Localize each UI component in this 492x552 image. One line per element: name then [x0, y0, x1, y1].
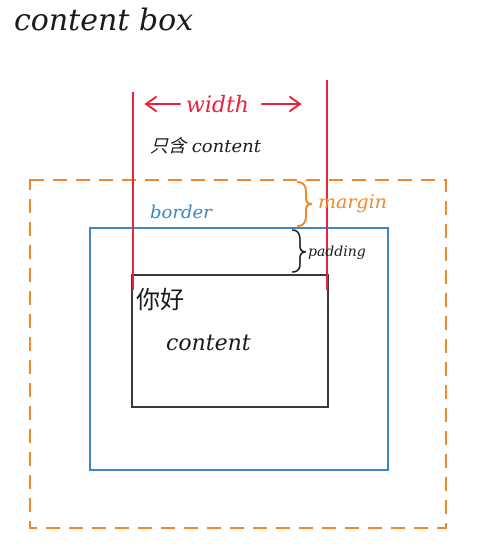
- padding-label: padding: [308, 244, 366, 260]
- border-label: border: [150, 202, 213, 223]
- content-greeting: 你好: [136, 286, 184, 314]
- width-arrow: [144, 96, 302, 112]
- diagram-title: content box: [14, 3, 193, 38]
- margin-brace: [296, 181, 313, 227]
- padding-brace: [291, 229, 307, 273]
- content-label: content: [166, 331, 251, 356]
- margin-box: [29, 179, 447, 529]
- border-box: [89, 227, 389, 471]
- margin-label: margin: [318, 191, 387, 213]
- content-box: [131, 274, 329, 408]
- width-label: width: [186, 93, 249, 118]
- width-note: 只含 content: [150, 136, 262, 157]
